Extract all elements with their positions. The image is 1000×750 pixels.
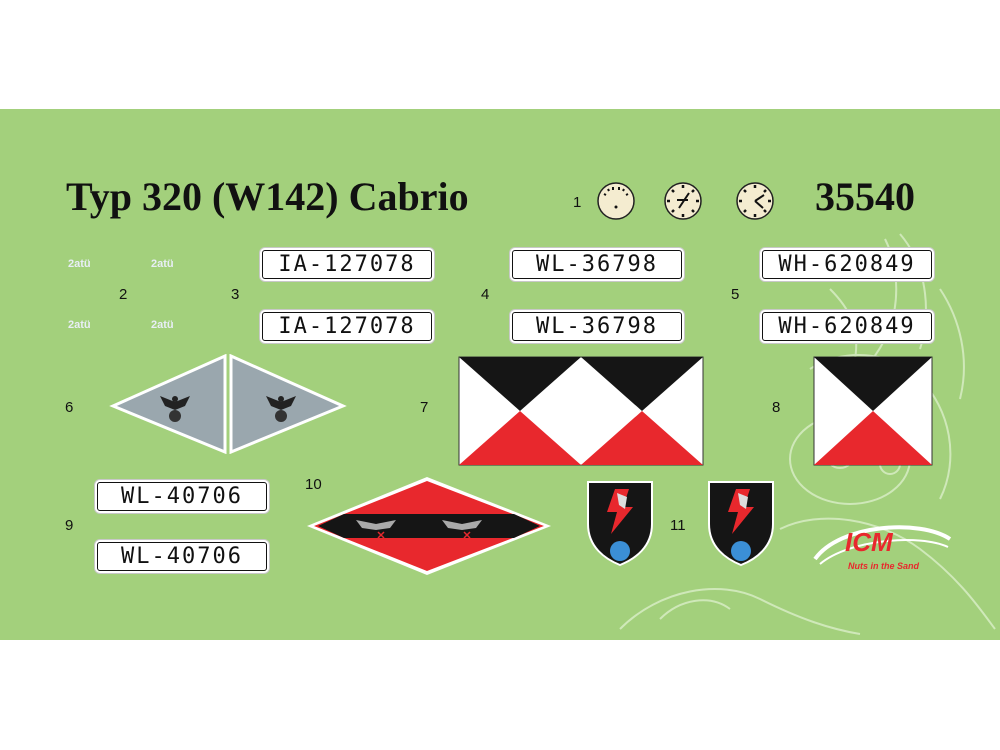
decal-number-2: 2	[119, 286, 128, 303]
license-plate-5a: WH-620849	[762, 250, 932, 279]
brand-logo: ICM	[845, 527, 893, 557]
unit-shield-emblem-1	[587, 481, 653, 567]
decal-number-10: 10	[305, 476, 322, 493]
red-black-flag-small	[813, 356, 933, 466]
luftwaffe-diamond-sign	[307, 477, 551, 575]
brand-tagline: Nuts in the Sand	[848, 561, 920, 571]
tyre-pressure-mark: 2atü	[68, 319, 91, 331]
license-plate-4b: WL-36798	[512, 312, 682, 341]
brand-logo-swoosh	[813, 525, 952, 565]
license-plate-3b: IA-127078	[262, 312, 432, 341]
license-plate-3a: IA-127078	[262, 250, 432, 279]
decal-number-11: 11	[670, 517, 686, 534]
license-plate-9a: WL-40706	[97, 482, 267, 511]
clock-dial-3	[736, 182, 774, 220]
red-black-flag-large	[458, 356, 704, 466]
license-plate-4a: WL-36798	[512, 250, 682, 279]
license-plate-5b: WH-620849	[762, 312, 932, 341]
sheet-title: Typ 320 (W142) Cabrio	[66, 174, 469, 219]
decal-sheet: Typ 320 (W142) Cabrio 35540 1	[0, 109, 1000, 640]
tyre-pressure-mark: 2atü	[151, 258, 174, 270]
decal-number-1: 1	[573, 194, 582, 211]
tyre-pressure-mark: 2atü	[68, 258, 91, 270]
unit-shield-emblem-2	[708, 481, 774, 567]
decal-number-4: 4	[481, 286, 490, 303]
license-plate-9b: WL-40706	[97, 542, 267, 571]
decal-number-7: 7	[420, 399, 429, 416]
grey-diamond-sign	[109, 354, 347, 454]
decal-number-8: 8	[772, 399, 781, 416]
decal-number-3: 3	[231, 286, 240, 303]
decal-number-9: 9	[65, 517, 74, 534]
decal-number-6: 6	[65, 399, 74, 416]
clock-dial-2	[664, 182, 702, 220]
kit-number: 35540	[815, 174, 915, 219]
gauge-dial-1	[597, 182, 635, 220]
tyre-pressure-mark: 2atü	[151, 319, 174, 331]
decal-number-5: 5	[731, 286, 740, 303]
